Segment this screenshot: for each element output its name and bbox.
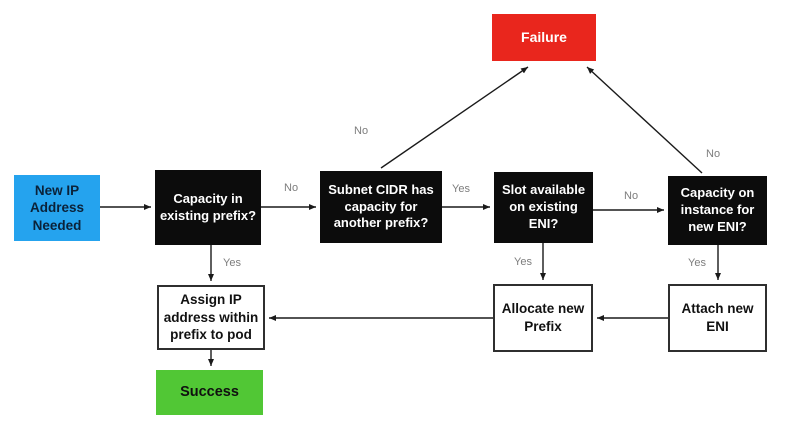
edge-label-slot-available-no: No (624, 190, 639, 202)
start-node-new-ip-needed: New IP Address Needed (14, 175, 100, 241)
decision-slot-available-eni: Slot available on existing ENI? (494, 172, 593, 243)
edge-label-slot-available-yes: Yes (514, 256, 532, 268)
edge-capacity-new-eni-no-to-failure (586, 66, 703, 174)
process-attach-new-eni: Attach new ENI (668, 284, 767, 352)
edge-subnet-cidr-no-to-failure (380, 66, 529, 169)
edge-label-subnet-cidr-no: No (354, 125, 369, 137)
process-assign-ip-to-pod: Assign IP address within prefix to pod (157, 285, 265, 350)
edge-label-capacity-new-eni-yes: Yes (688, 257, 706, 269)
decision-subnet-cidr-capacity: Subnet CIDR has capacity for another pre… (320, 171, 442, 243)
edge-label-capacity-existing-no: No (284, 182, 299, 194)
decision-capacity-new-eni: Capacity on instance for new ENI? (668, 176, 767, 245)
terminal-success: Success (156, 370, 263, 415)
decision-capacity-existing-prefix: Capacity in existing prefix? (155, 170, 261, 245)
edge-label-subnet-cidr-yes: Yes (452, 183, 470, 195)
process-allocate-new-prefix: Allocate new Prefix (493, 284, 593, 352)
terminal-failure: Failure (492, 14, 596, 61)
edge-label-capacity-existing-yes: Yes (223, 257, 241, 269)
edge-label-capacity-new-eni-no: No (706, 148, 721, 160)
